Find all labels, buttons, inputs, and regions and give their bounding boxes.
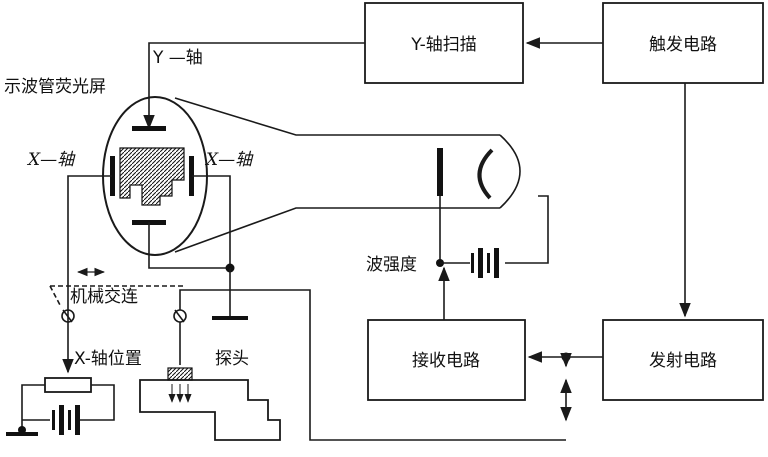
workpiece-outline [139, 379, 281, 441]
crt-ground-lead [148, 222, 230, 269]
y-axis-label: Y —轴 [152, 48, 203, 68]
crt-neck [174, 97, 500, 253]
ground-bar [212, 316, 248, 320]
x-position-battery [52, 405, 80, 435]
intensity-battery [471, 248, 499, 278]
crt-tube [102, 96, 521, 256]
x-axis-label-right: X—轴 [204, 150, 254, 170]
receiver-circuit-label: 接收电路 [412, 351, 480, 371]
x-position-label: X-轴位置 [74, 349, 142, 369]
x-left-lead [67, 175, 112, 322]
left-wiper [62, 309, 73, 323]
crt-neck-end [499, 134, 521, 209]
transmitter-circuit-label: 发射电路 [649, 351, 717, 371]
x-right-lead [192, 175, 231, 268]
right-wiper [174, 309, 185, 323]
x-deflection-plate-right [189, 156, 194, 196]
y-scan-block: Y-轴扫描 [364, 2, 524, 84]
x-deflection-plate-left [110, 156, 115, 196]
mechanical-link-label: 机械交连 [70, 287, 138, 307]
trigger-circuit-block: 触发电路 [602, 2, 764, 84]
electron-gun-grid [477, 148, 494, 200]
potentiometer-resistor [44, 377, 92, 393]
receiver-circuit-block: 接收电路 [367, 319, 526, 401]
y-scan-label: Y-轴扫描 [410, 35, 477, 55]
probe-label: 探头 [215, 349, 249, 369]
mechanical-link-bracket [49, 285, 185, 306]
screen-label: 示波管荧光屏 [4, 77, 106, 97]
echo-waveform [119, 147, 185, 206]
transmitter-circuit-block: 发射电路 [602, 319, 764, 401]
ultrasonic-beam-arrows [168, 384, 192, 403]
yscan-to-crt-line [143, 42, 365, 130]
probe-return-line [179, 289, 566, 441]
pot-ground-bar [6, 432, 38, 436]
intensity-battery-line [440, 195, 549, 264]
intensity-label: 波强度 [366, 255, 417, 275]
probe-transducer [167, 367, 193, 381]
y-deflection-plate-top [132, 126, 166, 131]
potentiometer-wiring [21, 384, 115, 430]
electron-gun-cathode [437, 148, 443, 196]
trigger-circuit-label: 触发电路 [649, 35, 717, 55]
x-axis-label-left: X—轴 [26, 150, 76, 170]
